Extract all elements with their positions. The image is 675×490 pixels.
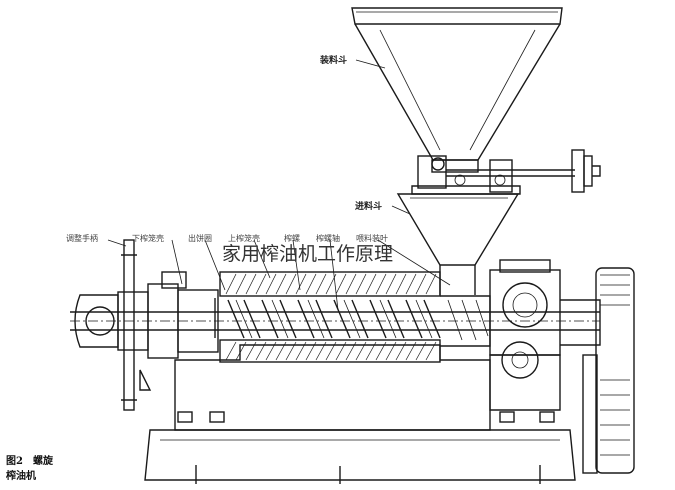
- figure-caption-line1: 图2 螺旋: [6, 456, 53, 467]
- label-feed-impeller: 喂料装叶: [356, 234, 388, 243]
- figure-caption-line2: 榨油机: [6, 471, 36, 482]
- hopper: [351, 7, 563, 173]
- gearbox: [489, 259, 601, 411]
- label-press-screw: 榨螺: [284, 234, 300, 243]
- label-adjust-handle: 调整手柄: [66, 234, 98, 243]
- label-screw-shaft: 榨螺轴: [316, 234, 340, 243]
- feed-hopper: [396, 193, 520, 295]
- hopper-valve-linkage: [411, 149, 601, 195]
- press-cage: [219, 271, 441, 363]
- label-cake-ring: 出饼圈: [188, 234, 212, 243]
- machine-base: [144, 344, 576, 484]
- label-feed-hopper: 进料斗: [355, 202, 383, 212]
- leader-lines: [107, 59, 451, 311]
- label-hopper: 装料斗: [320, 56, 348, 66]
- screw-shaft: [70, 311, 600, 331]
- drive-pulley: [582, 267, 635, 474]
- overlay-title: 家用榨油机工作原理: [222, 243, 394, 265]
- label-upper-press-shell: 上榨笼壳: [228, 234, 260, 243]
- label-lower-press-shell: 下榨笼壳: [132, 234, 164, 243]
- adjust-assembly: [74, 239, 219, 411]
